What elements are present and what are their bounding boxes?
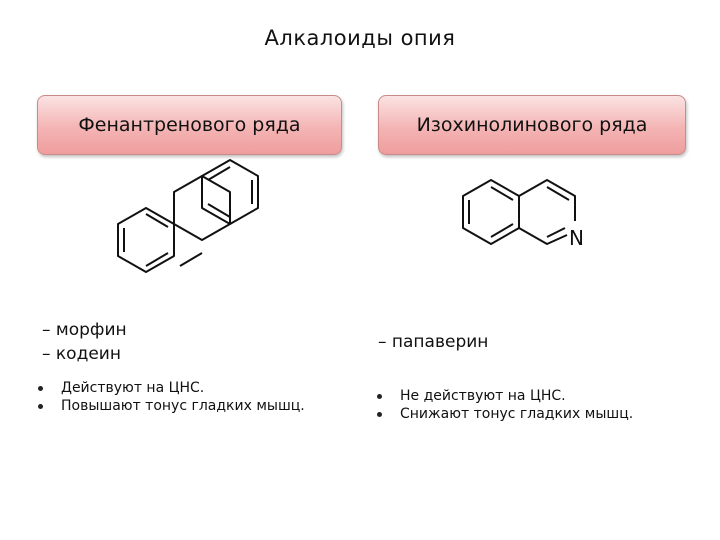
nitrogen-atom-label: N — [569, 226, 584, 250]
isoquinoline-structure: N — [462, 179, 584, 250]
drug-item: – морфин — [42, 320, 127, 340]
drug-list-isoquinoline: – папаверин — [378, 330, 488, 354]
bullet-icon — [377, 394, 382, 399]
bullet-icon — [38, 386, 43, 391]
effect-item: Повышают тонус гладких мышц. — [36, 397, 305, 415]
phenanthrene-structure — [117, 159, 259, 273]
effect-item: Действуют на ЦНС. — [36, 379, 305, 397]
drug-item: – кодеин — [42, 344, 121, 364]
category-box-isoquinoline: Изохинолинового ряда — [378, 95, 686, 155]
bullet-icon — [377, 412, 382, 417]
category-box-phenanthrene: Фенантренового ряда — [37, 95, 342, 155]
bullet-icon — [38, 404, 43, 409]
category-label-phenanthrene: Фенантренового ряда — [78, 114, 301, 136]
effect-item: Снижают тонус гладких мышц. — [375, 405, 633, 423]
effects-list-phenanthrene: Действуют на ЦНС. Повышают тонус гладких… — [36, 379, 305, 415]
drug-item: – папаверин — [378, 332, 489, 352]
effect-item: Не действуют на ЦНС. — [375, 387, 633, 405]
drug-list-phenanthrene: – морфин – кодеин — [42, 318, 127, 366]
category-label-isoquinoline: Изохинолинового ряда — [416, 114, 648, 136]
slide-title: Алкалоиды опия — [264, 26, 456, 50]
effects-list-isoquinoline: Не действуют на ЦНС. Снижают тонус гладк… — [375, 387, 633, 423]
